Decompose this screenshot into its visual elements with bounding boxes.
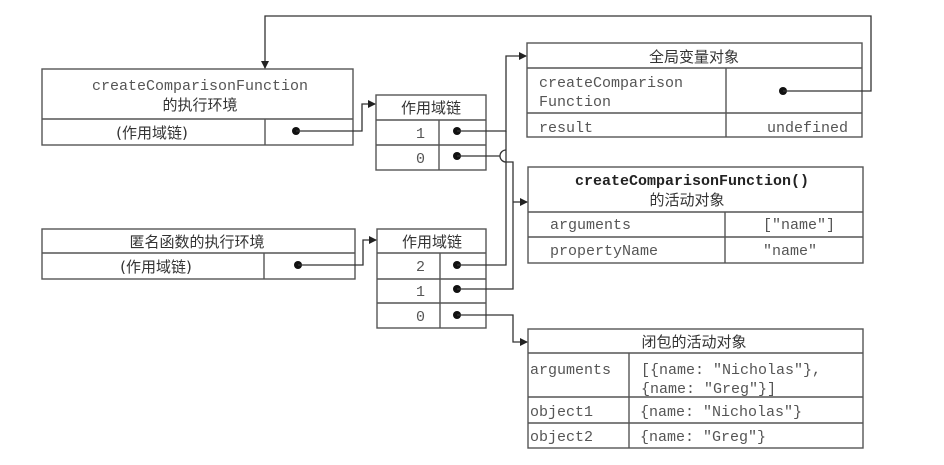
global-key: result <box>539 120 593 137</box>
activation-title-2: 的活动对象 <box>649 191 724 209</box>
anonymous-execution-context: 匿名函数的执行环境 (作用域链) <box>41 228 356 280</box>
global-key: Function <box>539 94 611 111</box>
chain-index: 0 <box>416 309 425 326</box>
arrow-anon-env-to-chain <box>298 236 377 266</box>
anonymous-scope-chain: 作用域链 2 1 0 <box>376 228 487 329</box>
global-value: undefined <box>767 120 848 137</box>
anon-env-scope-label: (作用域链) <box>120 258 192 276</box>
arrow-outer-env-to-chain <box>296 100 376 132</box>
chain-index: 1 <box>416 126 425 143</box>
chain-index: 2 <box>416 259 425 276</box>
closure-key: arguments <box>530 362 611 379</box>
closure-value: {name: "Nicholas"} <box>640 404 802 421</box>
arrow-chain1-to-global <box>457 52 527 132</box>
closure-key: object2 <box>530 429 593 446</box>
outer-env-scope-label: (作用域链) <box>116 124 188 142</box>
activation-value: ["name"] <box>763 217 835 234</box>
outer-env-title-1: createComparisonFunction <box>92 78 308 95</box>
outer-execution-context: createComparisonFunction 的执行环境 (作用域链) <box>41 68 354 146</box>
arrow-chain0-to-activation <box>457 149 514 290</box>
closure-key: object1 <box>530 404 593 421</box>
arrow-chain2-2-to-global <box>457 131 507 266</box>
activation-value: "name" <box>763 243 817 260</box>
arrow-chain2-0-to-closure <box>457 314 528 346</box>
global-key: createComparison <box>539 75 683 92</box>
anon-chain-title: 作用域链 <box>402 233 462 251</box>
outer-env-title-2: 的执行环境 <box>162 96 237 114</box>
chain-index: 1 <box>416 284 425 301</box>
closure-value: {name: "Greg"}] <box>641 381 776 398</box>
closure-value: {name: "Greg"} <box>640 429 766 446</box>
activation-key: propertyName <box>550 243 658 260</box>
connectors <box>261 15 872 346</box>
closure-title: 闭包的活动对象 <box>641 333 746 351</box>
global-variable-object: 全局变量对象 createComparison Function result … <box>526 42 863 138</box>
anon-env-title: 匿名函数的执行环境 <box>129 233 264 251</box>
outer-activation-object: createComparisonFunction() 的活动对象 argumen… <box>527 166 864 264</box>
activation-title-1: createComparisonFunction() <box>575 173 809 190</box>
global-obj-title: 全局变量对象 <box>649 48 739 66</box>
activation-key: arguments <box>550 217 631 234</box>
closure-activation-object: 闭包的活动对象 arguments [{name: "Nicholas"}, {… <box>527 328 864 449</box>
arrow-global-to-outer-env <box>261 15 872 92</box>
outer-scope-chain: 作用域链 1 0 <box>375 94 487 171</box>
outer-chain-title: 作用域链 <box>401 99 461 117</box>
closure-value: [{name: "Nicholas"}, <box>641 362 821 379</box>
chain-index: 0 <box>416 151 425 168</box>
